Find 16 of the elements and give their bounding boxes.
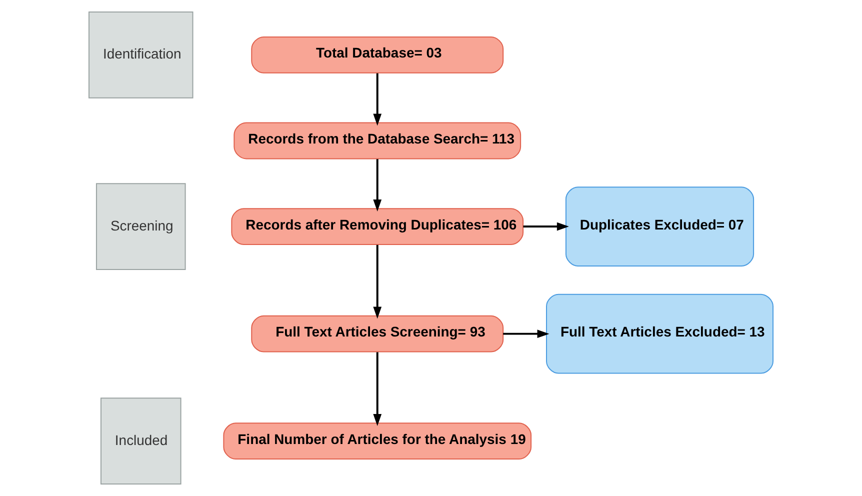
node-box: Records from the Database Search= 113 xyxy=(234,122,522,160)
node-box: Full Text Articles Excluded= 13 xyxy=(546,294,774,374)
node-box: Included xyxy=(100,398,182,484)
node-box: Full Text Articles Screening= 93 xyxy=(251,315,504,352)
arrow xyxy=(373,244,382,319)
node-box: Final Number of Articles for the Analysis 19 xyxy=(223,422,532,460)
node-box: Screening xyxy=(96,183,186,270)
arrow xyxy=(523,222,569,231)
arrow xyxy=(503,330,550,338)
arrow xyxy=(373,352,382,426)
arrow xyxy=(373,159,382,212)
node-box: Duplicates Excluded= 07 xyxy=(565,186,754,266)
node-box: Total Database= 03 xyxy=(251,36,504,74)
arrow xyxy=(373,73,382,126)
node-box: Identification xyxy=(88,12,194,98)
node-box: Records after Removing Duplicates= 106 xyxy=(231,208,524,245)
